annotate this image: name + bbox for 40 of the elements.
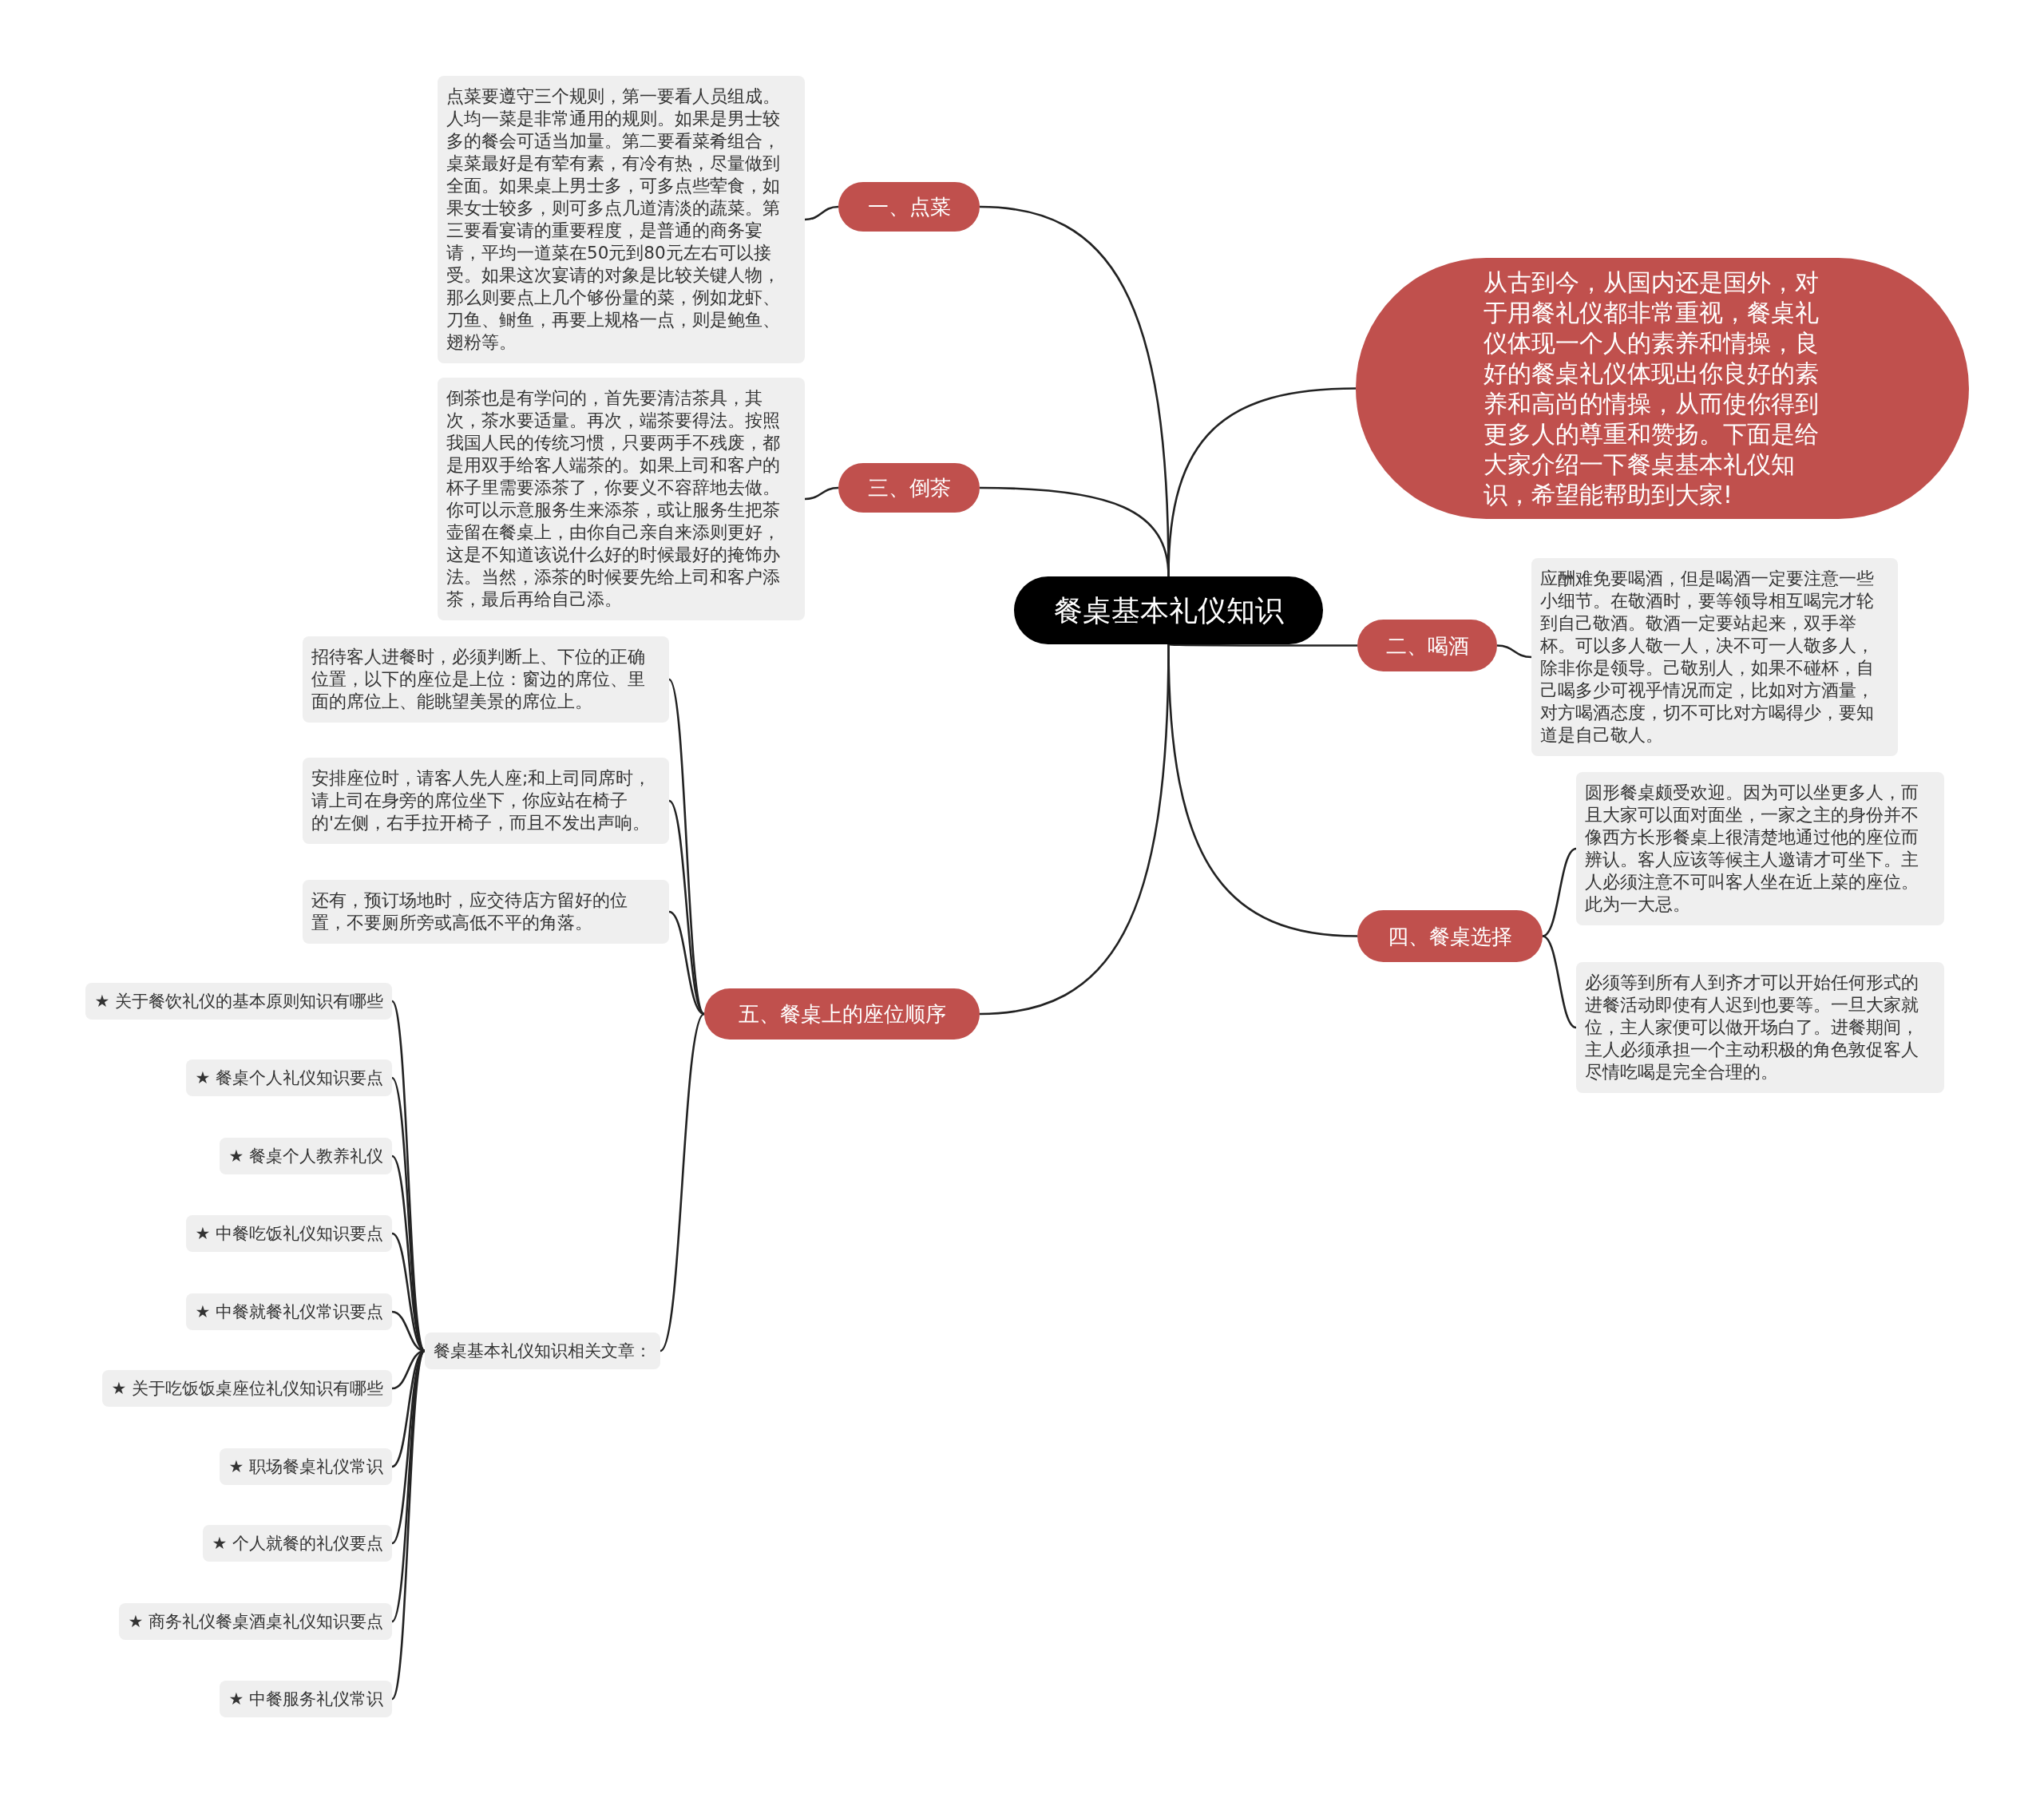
branch-topic: 三、倒茶 bbox=[838, 463, 980, 513]
connector-line bbox=[1496, 644, 1532, 659]
branch-topic: 四、餐桌选择 bbox=[1357, 910, 1543, 962]
connector-line bbox=[1542, 935, 1577, 1029]
article-link-item: ★ 餐桌个人礼仪知识要点 bbox=[186, 1059, 392, 1096]
article-link-item: ★ 职场餐桌礼仪常识 bbox=[220, 1448, 392, 1485]
branch-topic: 二、喝酒 bbox=[1357, 620, 1497, 671]
note-card: 应酬难免要喝酒，但是喝酒一定要注意一些小细节。在敬酒时，要等领导相互喝完才轮到自己敬酒。敬酒一定要站起来，双手举杯。可以多人敬一人，决不可一人敬多人，除非你是领导。己敬别人，如果不碰杯，自己喝多少可视乎情况而定，比如对方酒量，对方喝酒态度，切不可比对方喝得少，要知道是自己敬人。 bbox=[1531, 558, 1898, 756]
connector-line bbox=[1542, 847, 1577, 937]
note-card: 招待客人进餐时，必须判断上、下位的正确位置，以下的座位是上位：窗边的席位、里面的席位上、能眺望美景的席位上。 bbox=[303, 636, 669, 723]
subtopic: 餐桌基本礼仪知识相关文章： bbox=[425, 1333, 660, 1369]
note-card: 安排座位时，请客人先人座;和上司同席时，请上司在身旁的席位坐下，你应站在椅子的'左侧，右手拉开椅子，而且不发出声响。 bbox=[303, 758, 669, 844]
connector-line bbox=[979, 644, 1170, 1016]
article-link-item: ★ 中餐服务礼仪常识 bbox=[220, 1681, 392, 1717]
article-link-item: ★ 关于餐饮礼仪的基本原则知识有哪些 bbox=[85, 983, 392, 1020]
note-card: 点菜要遵守三个规则，第一要看人员组成。人均一菜是非常通用的规则。如果是男士较多的餐会可适当加量。第二要看菜肴组合，桌菜最好是有荤有素，有冷有热，尽量做到全面。如果桌上男士多，可多点些荤食，如果女士较多，则可多点几道清淡的蔬菜。第三要看宴请的重要程度，是普通的商务宴请，平均一道菜在50元到80元左右可以接受。如果这次宴请的对象是比较关键人物，那么则要点上几个够份量的菜，例如龙虾、刀鱼、鲥鱼，再要上规格一点，则是鲍鱼、翅粉等。 bbox=[438, 76, 805, 363]
note-card: 必须等到所有人到齐才可以开始任何形式的进餐活动即使有人迟到也要等。一旦大家就位，主人家便可以做开场白了。进餐期间，主人必须承担一个主动积极的角色敦促客人尽情吃喝是完全合理的。 bbox=[1576, 962, 1944, 1093]
note-card: 倒茶也是有学问的，首先要清洁茶具，其次，茶水要适量。再次，端茶要得法。按照我国人民的传统习惯，只要两手不残废，都是用双手给客人端茶的。如果上司和客户的杯子里需要添茶了，你要义不容辞地去做。你可以示意服务生来添茶，或让服务生把茶壶留在餐桌上，由你自己亲自来添则更好，这是不知道该说什么好的时候最好的掩饰办法。当然，添茶的时候要先给上司和客户添茶，最后再给自己添。 bbox=[438, 378, 805, 620]
connector-line bbox=[390, 1000, 426, 1352]
connector-line bbox=[1168, 643, 1357, 647]
article-link-item: ★ 商务礼仪餐桌酒桌礼仪知识要点 bbox=[119, 1603, 392, 1640]
branch-topic: 一、点菜 bbox=[838, 182, 980, 232]
connector-line bbox=[391, 1155, 426, 1352]
note-card: 还有，预订场地时，应交待店方留好的位置，不要厕所旁或高低不平的角落。 bbox=[303, 880, 669, 944]
connector-line bbox=[390, 1350, 426, 1700]
note-card: 圆形餐桌颇受欢迎。因为可以坐更多人，而且大家可以面对面坐，一家之主的身份并不像西方长形餐桌上很清楚地通过他的座位而辨认。客人应该等候主人邀请才可坐下。主人必须注意不可叫客人坐在近上菜的座位。此为一大忌。 bbox=[1576, 772, 1944, 925]
connector-line bbox=[659, 1013, 706, 1352]
connector-line bbox=[804, 486, 839, 501]
connector-line bbox=[1167, 387, 1357, 577]
article-link-item: ★ 关于吃饭饭桌座位礼仪知识有哪些 bbox=[102, 1370, 392, 1407]
article-link-item: ★ 中餐吃饭礼仪知识要点 bbox=[186, 1215, 392, 1252]
central-topic: 餐桌基本礼仪知识 bbox=[1014, 576, 1323, 644]
article-link-item: ★ 中餐就餐礼仪常识要点 bbox=[186, 1293, 392, 1330]
article-link-item: ★ 餐桌个人教养礼仪 bbox=[220, 1138, 392, 1174]
article-link-item: ★ 个人就餐的礼仪要点 bbox=[203, 1525, 392, 1562]
branch-topic: 五、餐桌上的座位顺序 bbox=[704, 988, 980, 1040]
connector-line bbox=[804, 205, 839, 221]
intro-bubble: 从古到今，从国内还是国外，对于用餐礼仪都非常重视，餐桌礼仪体现一个人的素养和情操，良好的餐桌礼仪体现出你良好的素养和高尚的情操，从而使你得到更多人的尊重和赞扬。下面是给大家介绍一下餐桌基本礼仪知识，希望能帮助到大家! bbox=[1356, 258, 1969, 519]
connector-line bbox=[668, 800, 705, 1015]
connector-line bbox=[390, 1350, 426, 1622]
